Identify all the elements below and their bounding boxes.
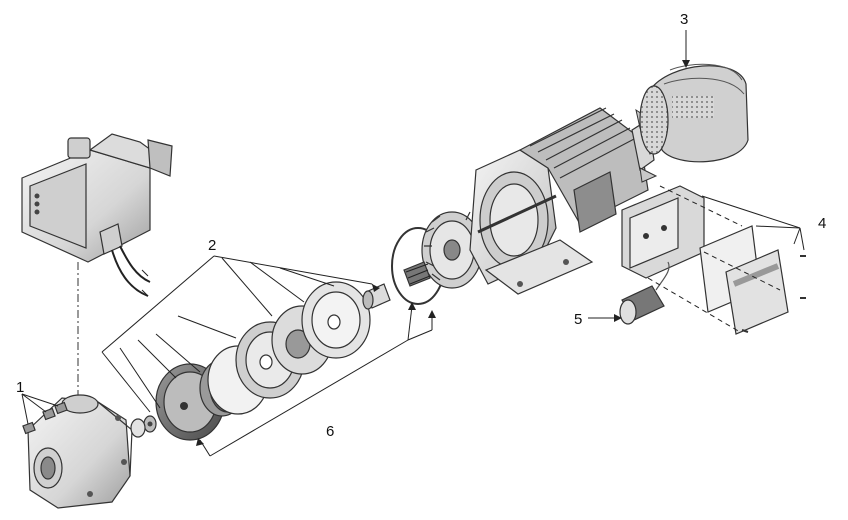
callout-6: 6 <box>326 423 334 440</box>
impeller-stack <box>130 281 371 441</box>
terminal-box <box>621 185 806 335</box>
callout-3: 3 <box>680 11 688 28</box>
arrowheads <box>196 60 690 446</box>
motor <box>469 107 664 295</box>
shaft-sleeve <box>362 283 391 310</box>
pump-casing <box>27 394 133 509</box>
callout-2: 2 <box>208 237 216 254</box>
leader-lines <box>21 30 805 457</box>
fan-cover <box>639 63 749 163</box>
capacitor <box>619 261 670 325</box>
seal-impeller-disc <box>391 211 485 305</box>
mechanical-seal <box>403 261 431 287</box>
callout-4: 4 <box>818 215 826 232</box>
casing-bolts <box>22 401 68 435</box>
callout-1: 1 <box>16 379 24 396</box>
pressure-switch-controller <box>21 133 173 297</box>
callout-5: 5 <box>574 311 582 328</box>
